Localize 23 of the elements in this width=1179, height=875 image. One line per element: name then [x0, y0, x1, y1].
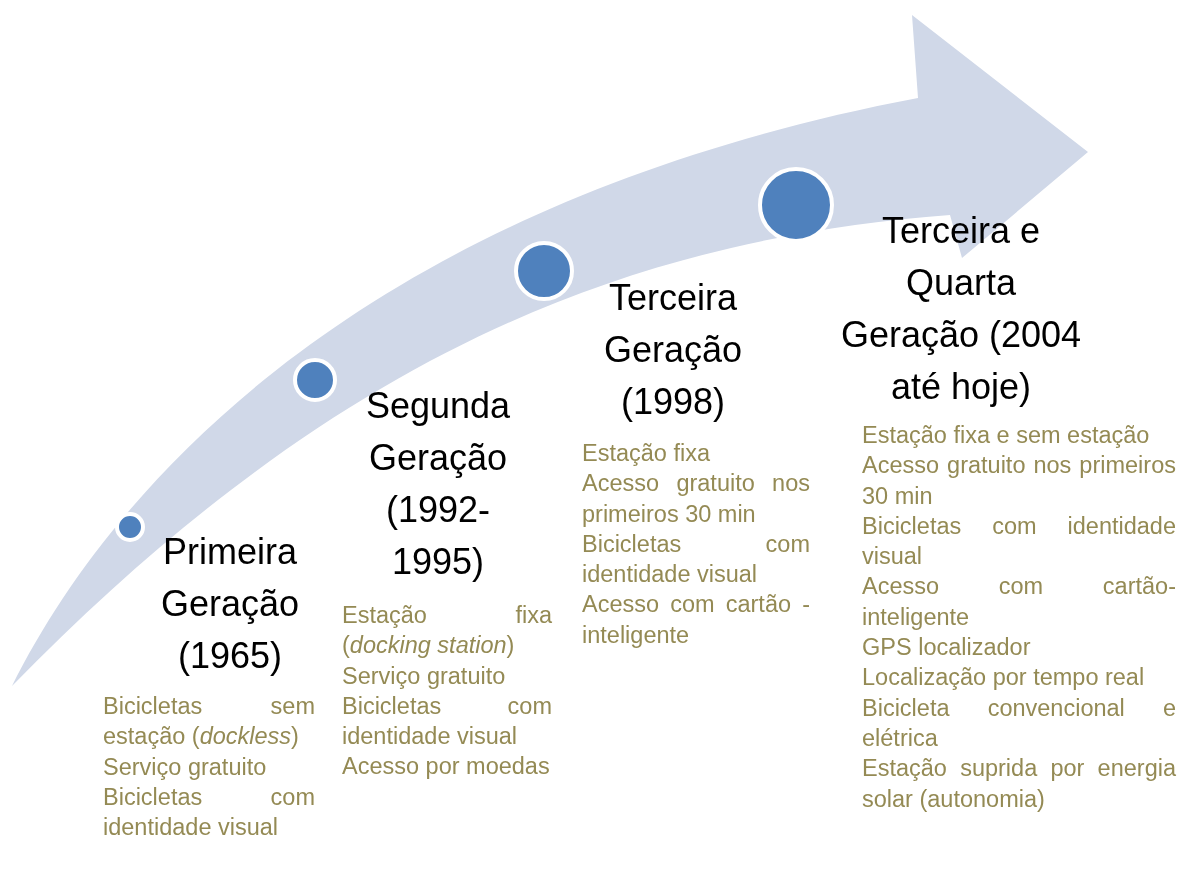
generation-heading: Terceira e Quarta Geração (2004 até hoje) [839, 209, 1083, 409]
feature-text: Estação fixa (docking station) [342, 601, 552, 661]
feature-text: Acesso gratuito nos primeiros 30 min [582, 469, 810, 529]
feature-text: Serviço gratuito [342, 661, 507, 691]
feature-text: Estação fixa e sem estação [862, 421, 1151, 450]
feature-text: Estação fixa [582, 439, 711, 468]
feature-text: Bicicleta convencional e elétrica [862, 693, 1176, 753]
feature-text: Bicicletas com identidade visual [103, 782, 315, 843]
feature-text: Estação suprida por energia solar (autonomia) [862, 754, 1176, 814]
feature-text: Acesso com cartão -inteligente [582, 590, 810, 650]
feature-text: Bicicletas com identidade visual [862, 511, 1176, 572]
feature-text: Bicicletas sem estação (dockless) [103, 692, 315, 752]
feature-text: Serviço gratuito [103, 752, 268, 782]
feature-text: GPS localizador [862, 633, 1032, 663]
generation-heading: Primeira Geração (1965) [159, 530, 301, 678]
feature-text: Acesso com cartão-inteligente [862, 572, 1176, 632]
feature-text: Bicicletas com identidade visual [582, 529, 810, 590]
generation-heading: Segunda Geração (1992-1995) [364, 384, 512, 584]
feature-text: Acesso gratuito nos primeiros 30 min [862, 451, 1176, 511]
feature-text: Localização por tempo real [862, 663, 1146, 693]
feature-text: Acesso por moedas [342, 752, 551, 782]
feature-text: Bicicletas com identidade visual [342, 691, 552, 752]
generation-heading: Terceira Geração (1998) [602, 276, 744, 424]
